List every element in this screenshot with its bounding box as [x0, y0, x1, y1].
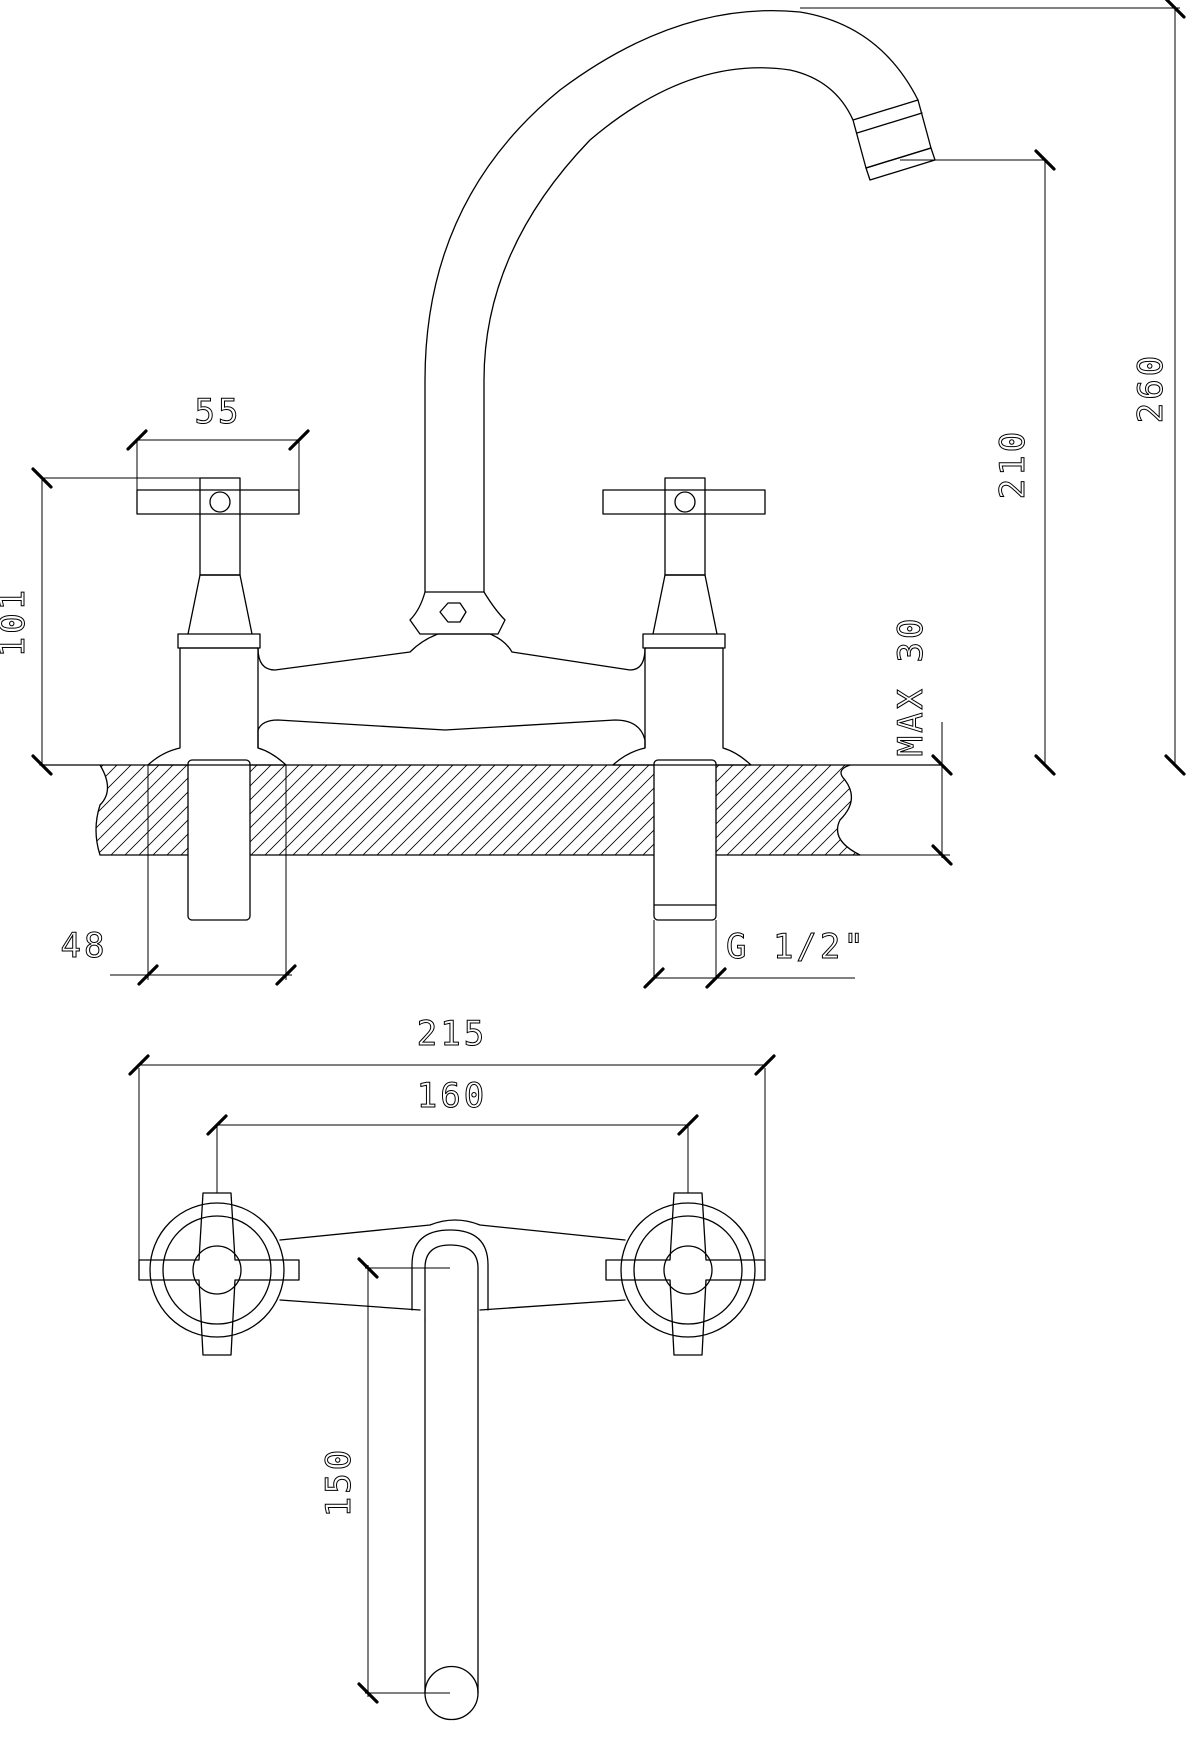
deck-section: [39, 759, 941, 921]
plan-right-handle: [605, 1192, 766, 1356]
mixer-bridge-body: [147, 633, 752, 766]
dim-label-thread: G 1/2": [726, 927, 867, 967]
dim-base-width: 48: [60, 765, 297, 986]
plan-spout: [411, 1229, 489, 1721]
dim-label-215: 215: [417, 1014, 487, 1054]
dim-label-48: 48: [61, 926, 108, 966]
plan-bridge-body: [279, 1219, 626, 1311]
dim-label-160: 160: [417, 1076, 487, 1116]
front-elevation: 55 101 210 260: [0, 0, 1186, 989]
dim-label-150: 150: [319, 1447, 359, 1517]
dim-deck-thickness: MAX 30: [850, 615, 953, 866]
plan-left-handle: [138, 1192, 300, 1356]
dim-label-101: 101: [0, 587, 33, 657]
dim-label-260: 260: [1131, 353, 1171, 423]
dim-total-height: 260: [800, 0, 1186, 776]
dim-handle-width: 55: [126, 392, 310, 490]
dim-label-max-30: MAX 30: [891, 616, 931, 757]
right-valve-handle: [602, 477, 766, 649]
swivel-spout: [409, 9, 936, 635]
plan-view: 215 160 150: [128, 1014, 776, 1721]
dim-thread: G 1/2": [643, 920, 867, 989]
dim-outlet-height: 210: [900, 149, 1056, 776]
dim-label-210: 210: [993, 429, 1033, 499]
dim-handle-height: 101: [0, 467, 200, 776]
dim-centres: 160: [206, 1076, 699, 1193]
left-valve-handle: [136, 477, 300, 649]
dim-overall-width: 215: [128, 1014, 776, 1260]
dim-spout-reach: 150: [319, 1257, 450, 1704]
dim-label-55: 55: [195, 392, 242, 432]
